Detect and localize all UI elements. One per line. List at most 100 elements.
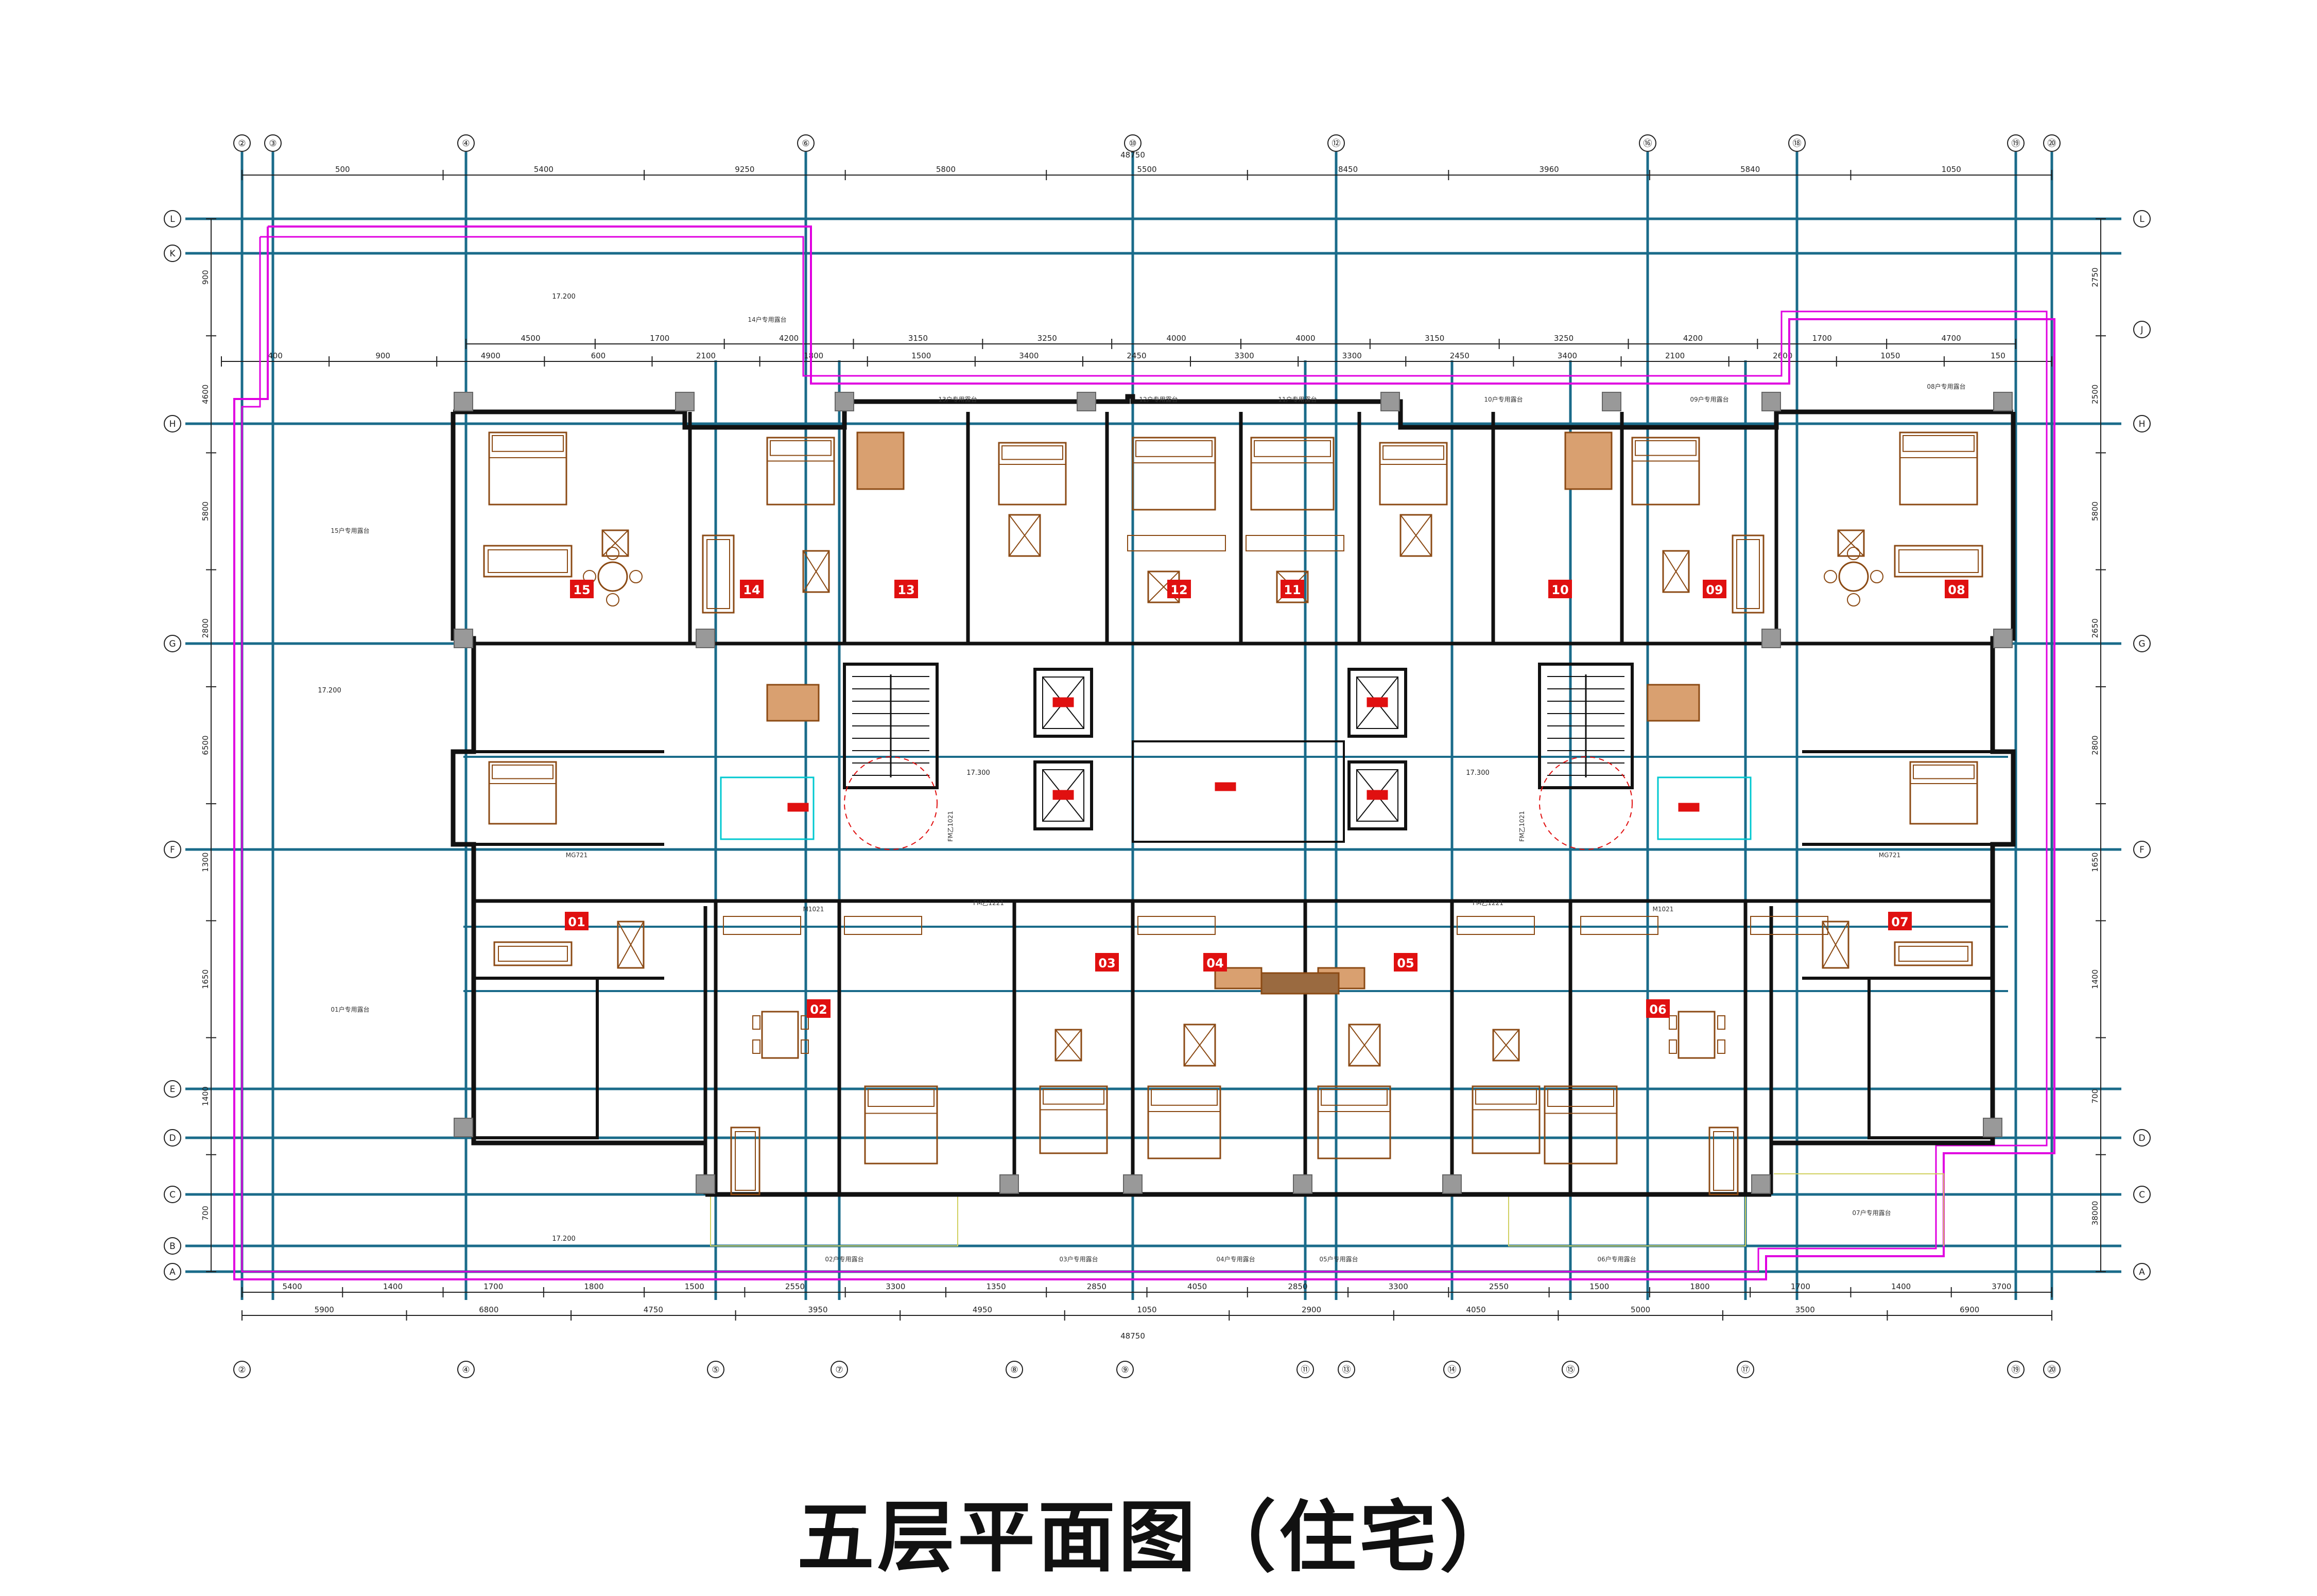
axis-bubble-bottom-label: ② [238, 1365, 246, 1375]
kitchen-counter [844, 916, 922, 935]
unit-tag-number: 13 [897, 583, 914, 597]
bed-pillow [1382, 445, 1444, 460]
axis-bubble-top [2043, 134, 2061, 152]
axis-bubble-bottom-label: ⑨ [1121, 1365, 1129, 1375]
axis-bubble-top [233, 134, 251, 152]
kitchen-counter [1750, 916, 1828, 935]
axis-bubble-top-label: ⑩ [1129, 138, 1136, 149]
bed [1472, 1085, 1541, 1154]
stool [1847, 593, 1860, 606]
dim-bottom-row1-value: 2550 [1489, 1282, 1509, 1291]
unit-tag-number: 11 [1284, 583, 1301, 597]
dim-bottom-row1-value: 2850 [1288, 1282, 1307, 1291]
door-tag: M1021 [803, 906, 824, 913]
cabinet [617, 921, 645, 969]
axis-bubble-top-label: ⑫ [1332, 138, 1341, 149]
axis-bubble-left [164, 210, 181, 228]
unit-tag-number: 05 [1397, 956, 1414, 970]
terrace-label: 06户专用露台 [1597, 1255, 1636, 1263]
dim-left-value: 6500 [201, 735, 210, 755]
terrace-edge-yellow [1774, 1173, 1944, 1246]
dim-top-row2-value: 4000 [1166, 334, 1186, 343]
dim-bottom-row1-value: 1400 [383, 1282, 403, 1291]
desk [1246, 535, 1344, 551]
structural-column [1123, 1174, 1143, 1194]
axis-bubble-left-label: L [170, 214, 175, 224]
bed-pillow [1321, 1089, 1388, 1106]
dining-chair [1717, 1039, 1725, 1054]
dim-left-value: 700 [201, 1206, 210, 1221]
dining-chair [752, 1015, 760, 1030]
cabinet [1276, 570, 1309, 603]
dim-top-row2-value: 4700 [1941, 334, 1961, 343]
shaft-tag [1678, 803, 1700, 812]
axis-bubble-top [2007, 134, 2025, 152]
terrace-label: 05户专用露台 [1319, 1255, 1358, 1263]
unit-tag-number: 06 [1649, 1002, 1666, 1017]
axis-bubble-top-label: ③ [269, 138, 276, 149]
axis-bubble-left [164, 245, 181, 262]
cabinet [802, 550, 830, 593]
wardrobe [1647, 684, 1700, 722]
sofa-seat [488, 549, 568, 573]
sofa [730, 1126, 760, 1195]
unit-tag-number: 10 [1551, 583, 1568, 597]
dim-top-row3-value: 1500 [911, 351, 931, 360]
axis-bubble-left-label: D [169, 1133, 176, 1143]
structural-column [1293, 1174, 1312, 1194]
dim-left-value: 1650 [201, 969, 210, 989]
door-tag: FM乙1021 [947, 811, 954, 842]
bed-pillow [770, 440, 832, 456]
dining-chair [752, 1039, 760, 1054]
elevator-4 [1347, 760, 1407, 830]
axis-bubble-top-label: ⑲ [2012, 138, 2020, 149]
sofa-seat [1898, 946, 1968, 962]
axis-bubble-right-label: F [2139, 845, 2145, 855]
dim-right-value: 1400 [2090, 969, 2100, 989]
dim-bottom-row2-value: 4750 [644, 1305, 663, 1314]
axis-bubble-left-label: K [169, 249, 176, 259]
wall-plan [451, 392, 2016, 1197]
cabinet [1054, 1029, 1082, 1062]
dim-top-row2-value: 3150 [908, 334, 928, 343]
elevation-mark: 17.200 [552, 293, 576, 301]
axis-bubble-left-label: F [170, 845, 175, 855]
dim-right-value: 1650 [2090, 853, 2100, 872]
dim-top-row2-value: 4200 [1683, 334, 1703, 343]
bed [766, 437, 835, 506]
dim-top-row2-value: 4000 [1295, 334, 1315, 343]
shaft-tag [787, 803, 809, 812]
cabinet-x [1148, 571, 1180, 603]
axis-bubble-left [164, 1129, 181, 1147]
sofa [1732, 534, 1765, 614]
dining-chair [801, 1015, 809, 1030]
structural-column [1077, 392, 1096, 411]
structural-column [1993, 392, 2013, 411]
bed-pillow [1151, 1089, 1218, 1106]
stool [1870, 570, 1883, 583]
dim-left-value: 4600 [201, 385, 210, 404]
axis-bubble-right [2133, 1186, 2151, 1203]
sofa-seat [706, 539, 730, 609]
dim-top-row1-value: 8450 [1338, 165, 1358, 174]
bed-pillow [1001, 445, 1063, 460]
axis-bubble-right-label: L [2139, 214, 2145, 224]
dim-top-row1-value: 9250 [735, 165, 754, 174]
structural-column [835, 392, 854, 411]
dim-top-row2-value: 3250 [1038, 334, 1057, 343]
wardrobe [856, 431, 905, 490]
dim-top-row1-value: 5840 [1740, 165, 1760, 174]
axis-bubble-bottom [1562, 1361, 1579, 1378]
dim-top-row1-value: 5500 [1137, 165, 1156, 174]
axis-bubble-bottom [2043, 1361, 2061, 1378]
axis-bubble-right [2133, 321, 2151, 338]
bedroom-wall [1868, 977, 1994, 1139]
bed-pillow [1547, 1089, 1614, 1107]
dim-top-row1-value: 1050 [1942, 165, 1961, 174]
elevator-1-tag [1052, 697, 1074, 707]
bed [1039, 1085, 1108, 1154]
door-tag: MG721 [566, 852, 588, 859]
elevation-mark: 17.300 [1466, 769, 1490, 777]
